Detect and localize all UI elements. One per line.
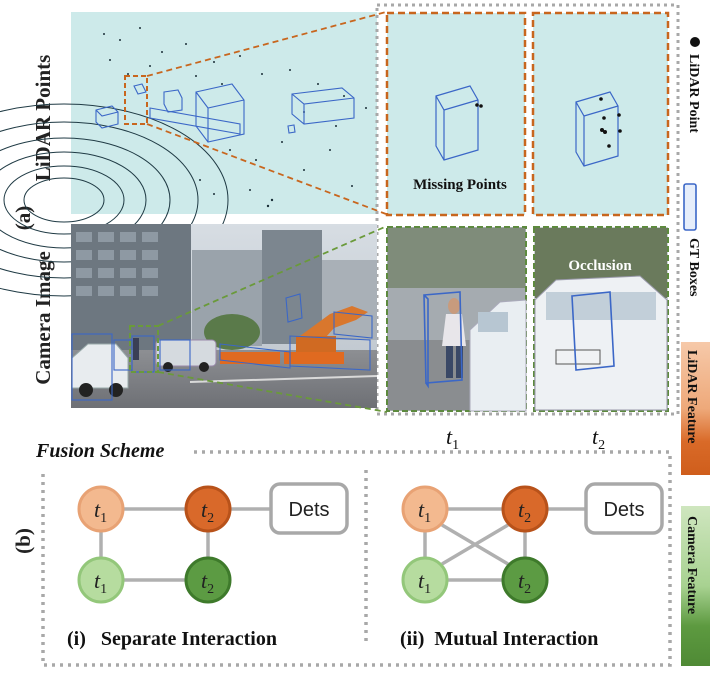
node-camera-t2: t2 [184,556,232,604]
node-lidar-t2: t2 [184,485,232,533]
panel-b-label: (b) [11,528,35,554]
svg-text:t1: t1 [94,497,107,526]
svg-text:t2: t2 [518,497,531,526]
row-label-lidar: LiDAR Points [31,55,55,182]
panel-a-label: (a) [11,206,35,231]
caption-mutual-interaction: (ii) Mutual Interaction [400,628,598,650]
lidar-crop-t1: Missing Points [385,11,527,217]
svg-text:t2: t2 [201,497,214,526]
legend: LiDAR Point GT Boxes LiDAR Feature Camer… [681,37,710,666]
camera-main-view [71,224,388,413]
caption-missing-points: Missing Points [413,177,507,193]
lidar-point [617,113,621,117]
lidar-point-legend-marker [690,37,700,47]
node-camera-t1: t1 [77,556,125,604]
svg-text:t1: t1 [418,568,431,597]
lidar-point [607,144,611,148]
svg-text:t2: t2 [518,568,531,597]
dets-label: Dets [288,499,329,521]
node-lidar-t1: t1 [77,485,125,533]
lidar-point [475,103,479,107]
node-camera-t2: t2 [501,556,549,604]
lidar-point [618,129,622,133]
lidar-main-view [0,11,387,297]
gt-box-legend-marker [683,183,697,231]
row-label-camera: Camera Image [31,251,55,385]
svg-text:t2: t2 [201,568,214,597]
lidar-point [600,128,604,132]
lidar-crop-t2 [531,11,670,217]
time-label-t1: t1 [446,424,459,453]
legend-lidar-feature: LiDAR Feature [684,350,699,443]
camera-crop-t1 [386,226,527,412]
legend-camera-feature: Camera Feature [684,516,699,614]
lidar-feature-swatch [681,342,710,475]
dets-label: Dets [603,499,644,521]
caption-separate-interaction: (i) Separate Interaction [67,628,277,650]
lidar-point [479,104,483,108]
crops-frame [375,3,680,416]
scheme-mutual-interaction: Dets t1 t2 t1 t2 (ii) Mutual Interacti [400,482,664,650]
node-lidar-t1: t1 [401,485,449,533]
svg-text:t1: t1 [418,497,431,526]
caption-occlusion: Occlusion [568,258,632,274]
legend-gt-boxes: GT Boxes [686,238,701,297]
fusion-scheme-title: Fusion Scheme [35,440,164,462]
lidar-point [602,116,606,120]
panel-b-frame [41,450,672,667]
svg-text:t1: t1 [94,568,107,597]
scheme-separate-interaction: Dets t1 t2 t1 t2 (i) Separate Interac [67,482,349,650]
dets-box [584,482,664,535]
lidar-point [603,130,607,134]
node-lidar-t2: t2 [501,485,549,533]
dets-box [269,482,349,535]
time-label-t2: t2 [592,424,605,453]
camera-crop-t2: Occlusion [533,226,669,412]
camera-feature-swatch [681,506,710,666]
node-camera-t1: t1 [401,556,449,604]
legend-lidar-point: LiDAR Point [686,54,701,133]
lidar-point [599,97,603,101]
